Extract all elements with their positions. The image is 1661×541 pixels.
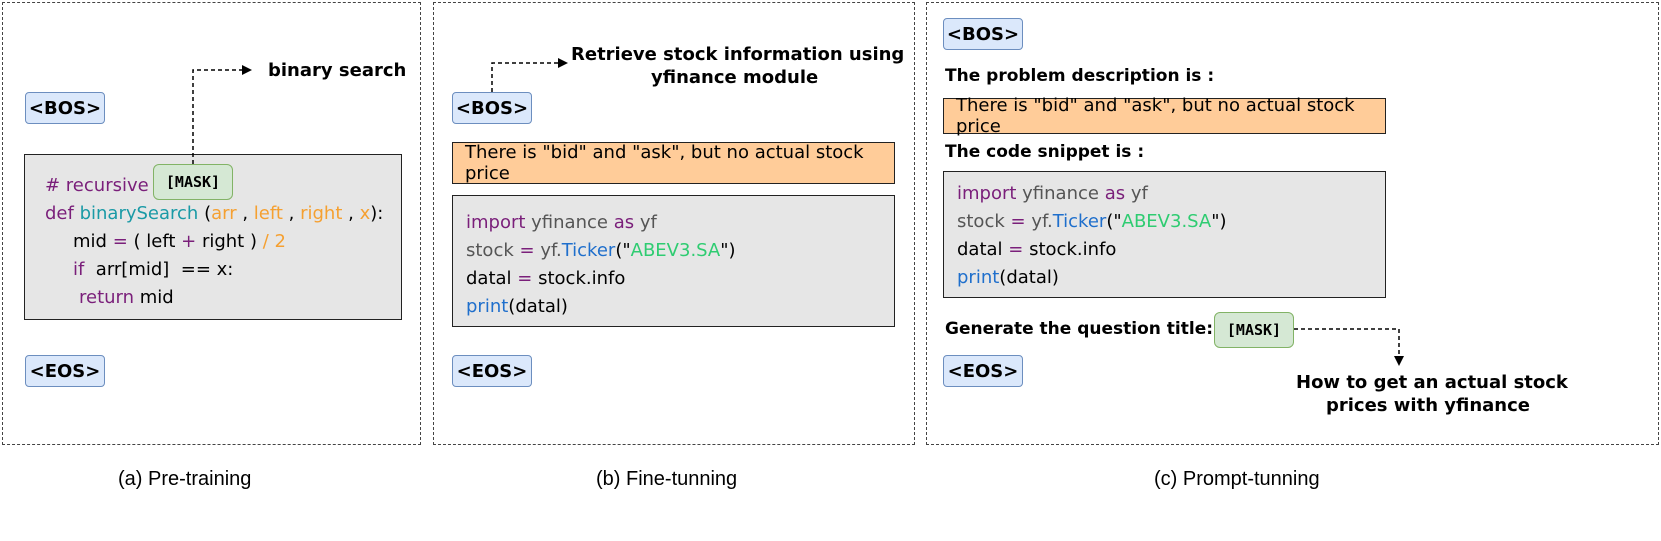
call-ticker-b: Ticker	[561, 240, 616, 261]
code-line-datal-b: datal = stock.info	[466, 268, 625, 290]
code-line-print-b: print(datal)	[466, 296, 568, 318]
code-line-print-c: print(datal)	[957, 267, 1059, 289]
code-line-def: def binarySearch (arr , left , right , x…	[45, 203, 383, 225]
eos-token-b: <EOS>	[452, 355, 532, 387]
kw-import-b: import	[466, 212, 526, 233]
kw-def: def	[45, 203, 74, 224]
generate-title-label: Generate the question title:	[945, 319, 1214, 339]
target-howto-line1: How to get an actual stock	[1296, 372, 1568, 393]
code-line-import-b: import yfinance as yf	[466, 212, 657, 234]
panel-pretraining	[2, 2, 421, 445]
arg-arr: arr	[211, 203, 237, 224]
arg-right: right	[300, 203, 343, 224]
paren-open: (	[198, 203, 212, 224]
code-line-datal-c: datal = stock.info	[957, 239, 1116, 261]
code-line-comment: # recursive	[45, 175, 149, 197]
arrow-mask-to-target-c	[1294, 328, 1404, 366]
op-eq-b1: =	[519, 240, 535, 261]
bos-token-a: <BOS>	[25, 92, 105, 124]
print-args-b: (datal)	[508, 296, 568, 317]
paren-close: ):	[370, 203, 384, 224]
mid-var: mid	[73, 231, 113, 252]
stock-info-c: stock.info	[1023, 239, 1117, 260]
caption-finetuning: (b) Fine-tunning	[596, 468, 738, 490]
comma-3: ,	[342, 203, 360, 224]
panel-finetuning	[433, 2, 915, 445]
stock-var-c: stock	[957, 211, 1011, 232]
target-retrieve-line2: yfinance module	[651, 67, 819, 88]
call-print-c: print	[957, 267, 1000, 288]
return-val: mid	[134, 287, 174, 308]
code-line-if: if arr[mid] == x:	[73, 259, 233, 281]
mod-yfinance-b: yfinance	[525, 212, 614, 233]
panel-prompttuning	[926, 2, 1659, 445]
arg-left: left	[253, 203, 283, 224]
op-eq-c1: =	[1010, 211, 1026, 232]
description-box-c: There is "bid" and "ask", but no actual …	[943, 95, 1386, 137]
alias-yf-b: yf	[634, 212, 657, 233]
op-eq-c2: =	[1008, 239, 1024, 260]
arg-x: x	[359, 203, 371, 224]
code-block-c: import yfinance as yf stock = yf.Ticker(…	[943, 171, 1386, 298]
code-line-stock-b: stock = yf.Ticker("ABEV3.SA")	[466, 240, 736, 262]
description-box-b: There is "bid" and "ask", but no actual …	[452, 142, 895, 184]
mod-yfinance-c: yfinance	[1016, 183, 1105, 204]
datal-var-c: datal	[957, 239, 1009, 260]
target-binary-search: binary search	[268, 60, 407, 81]
op-eq: =	[112, 231, 128, 252]
yf-ref-b: yf.	[534, 240, 562, 261]
op-div: / 2	[262, 231, 286, 252]
comma-1: ,	[236, 203, 254, 224]
stock-info-b: stock.info	[532, 268, 626, 289]
code-line-import-c: import yfinance as yf	[957, 183, 1148, 205]
arrow-mask-to-target-a	[192, 65, 252, 164]
ticker-open-c: ("	[1106, 211, 1122, 232]
mask-token-a: [MASK]	[153, 164, 233, 200]
bos-token-c: <BOS>	[943, 18, 1023, 50]
caption-prompttuning: (c) Prompt-tunning	[1154, 468, 1320, 490]
if-cond: arr[mid] == x:	[84, 259, 234, 280]
op-eq-b2: =	[517, 268, 533, 289]
target-howto-line2: prices with yfinance	[1326, 395, 1531, 416]
mid-expr-1: ( left	[127, 231, 182, 252]
arrow-bos-to-target-b	[491, 58, 568, 92]
op-plus: +	[181, 231, 197, 252]
comment-text: # recursive	[45, 175, 149, 196]
call-print-b: print	[466, 296, 509, 317]
bos-token-b: <BOS>	[452, 92, 532, 124]
kw-as-b: as	[613, 212, 635, 233]
ticker-close-c: ")	[1211, 211, 1227, 232]
code-line-stock-c: stock = yf.Ticker("ABEV3.SA")	[957, 211, 1227, 233]
ticker-close-b: ")	[720, 240, 736, 261]
problem-label: The problem description is :	[945, 66, 1215, 86]
ticker-open-b: ("	[615, 240, 631, 261]
fn-binary-search: binarySearch	[79, 203, 199, 224]
kw-as-c: as	[1104, 183, 1126, 204]
datal-var-b: datal	[466, 268, 518, 289]
kw-return: return	[79, 287, 135, 308]
caption-pretraining: (a) Pre-training	[118, 468, 252, 490]
yf-ref-c: yf.	[1025, 211, 1053, 232]
str-abev-c: ABEV3.SA	[1121, 211, 1212, 232]
eos-token-a: <EOS>	[25, 355, 105, 387]
stock-var-b: stock	[466, 240, 520, 261]
mid-expr-2: right )	[196, 231, 263, 252]
code-label: The code snippet is :	[945, 142, 1145, 162]
alias-yf-c: yf	[1125, 183, 1148, 204]
kw-if: if	[73, 259, 85, 280]
comma-2: ,	[282, 203, 301, 224]
eos-token-c: <EOS>	[943, 355, 1023, 387]
str-abev-b: ABEV3.SA	[630, 240, 721, 261]
code-line-return: return mid	[79, 287, 174, 309]
code-line-mid: mid = ( left + right ) / 2	[73, 231, 286, 253]
target-retrieve-line1: Retrieve stock information using	[571, 44, 905, 65]
call-ticker-c: Ticker	[1052, 211, 1107, 232]
print-args-c: (datal)	[999, 267, 1059, 288]
mask-token-c: [MASK]	[1214, 312, 1294, 348]
kw-import-c: import	[957, 183, 1017, 204]
code-block-b: import yfinance as yf stock = yf.Ticker(…	[452, 195, 895, 327]
